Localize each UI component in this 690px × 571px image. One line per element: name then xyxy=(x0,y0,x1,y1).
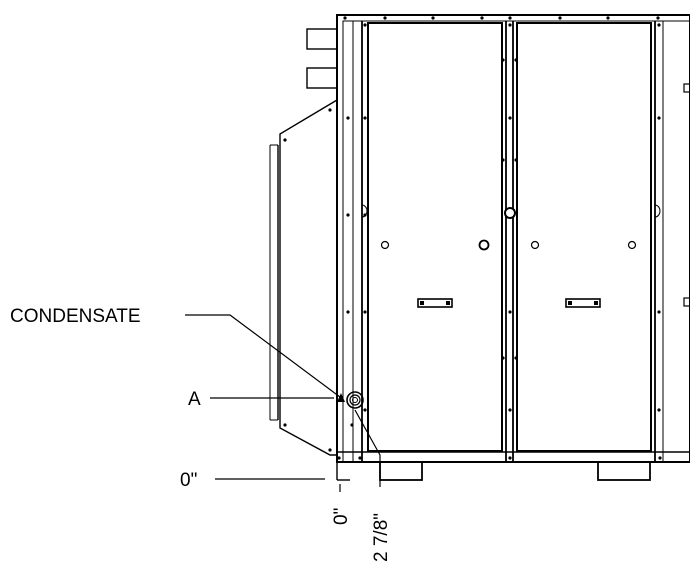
side-panel-outline xyxy=(279,99,338,456)
a-label: A xyxy=(188,389,201,410)
pipe-stub-lower xyxy=(306,67,338,89)
unit-inner-frame xyxy=(342,20,690,463)
offset-dimension-label: 2 7/8" xyxy=(371,513,392,562)
condensate-leader xyxy=(185,314,341,398)
right-door-panel xyxy=(516,22,652,452)
right-foot xyxy=(597,461,651,481)
zero-height-label: 0" xyxy=(180,470,197,491)
condensate-fitting xyxy=(346,391,364,409)
left-door-panel xyxy=(367,22,503,452)
a-marker-arrow xyxy=(337,393,345,402)
left-foot xyxy=(379,461,423,481)
right-door-handle xyxy=(565,298,601,308)
fastener-dots xyxy=(283,16,662,460)
offset-leader xyxy=(354,409,381,487)
condensate-label: CONDENSATE xyxy=(10,306,141,327)
left-door-handle xyxy=(417,298,453,308)
pipe-stub-upper xyxy=(306,28,338,50)
zero-offset-label: 0" xyxy=(331,508,352,525)
